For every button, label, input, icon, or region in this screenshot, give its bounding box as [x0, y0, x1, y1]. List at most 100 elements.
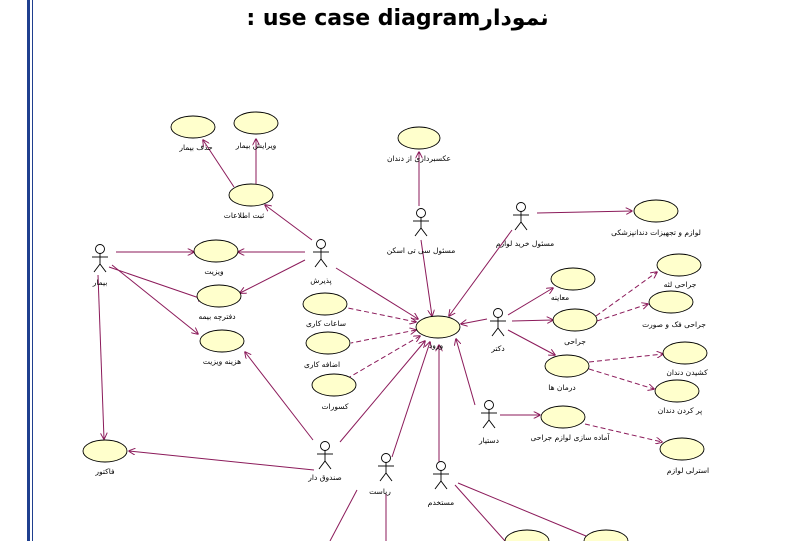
use-case-label: لوازم و تجهیزات دندانپزشکی — [611, 228, 701, 237]
stick-figure-icon — [481, 400, 497, 429]
stick-figure-icon — [513, 202, 529, 231]
use-case-label: آماده سازی لوازم جراحی — [530, 432, 610, 442]
stick-figure-icon — [313, 239, 329, 268]
connection-line — [97, 274, 104, 439]
use-case-label: ورود — [429, 341, 444, 350]
actor-assistant: دستیار — [478, 400, 499, 445]
use-case-ellipse — [415, 315, 461, 339]
use-case-exam: معاینه — [550, 267, 596, 302]
use-case-login: ورود — [415, 315, 461, 350]
actor-reception: پذیرش — [310, 239, 332, 285]
connection-line — [350, 330, 416, 344]
title-english: use case diagram — [262, 6, 481, 31]
use-case-label: کسورات — [322, 402, 349, 411]
use-case-ellipse — [233, 111, 279, 135]
use-case-register: ثبت اطلاعات — [224, 183, 274, 220]
connection-line — [335, 267, 418, 319]
use-case-ellipse — [196, 284, 242, 308]
use-case-label: ویزیت — [204, 267, 224, 276]
use-case-ellipse — [654, 379, 700, 403]
use-case-label: عکسبرداری از دندان — [387, 154, 451, 163]
use-case-ellipse — [228, 183, 274, 207]
use-case-equip: لوازم و تجهیزات دندانپزشکی — [611, 199, 701, 237]
use-case-label: حذف بیمار — [178, 143, 213, 152]
connection-line — [507, 288, 553, 316]
use-case-face: جراحی فک و صورت — [642, 290, 706, 329]
use-case-ellipse — [170, 115, 216, 139]
use-case-extract: کشیدن دندان — [662, 341, 708, 377]
use-case-ellipse — [397, 126, 441, 150]
actor-ctscan: مسئول سی تی اسکن — [387, 208, 455, 255]
use-case-label: پر کردن دندان — [658, 406, 703, 415]
use-case-ellipse — [193, 239, 239, 263]
connection-line — [588, 354, 663, 363]
use-case-wisdom: جراحی لثه — [656, 253, 702, 289]
use-case-label: درمان ها — [548, 383, 575, 392]
use-case-ellipse — [305, 331, 351, 355]
use-case-label: جراحی فک و صورت — [642, 320, 706, 329]
stick-figure-icon — [433, 461, 449, 490]
use-case-label: استرلی لوازم — [667, 466, 709, 475]
connection-line — [129, 451, 315, 471]
use-case-b1 — [504, 529, 550, 541]
connection-line — [265, 205, 313, 241]
connection-line — [457, 482, 587, 537]
connection-line — [536, 211, 632, 213]
actor-boss: رياست — [369, 453, 394, 496]
use-case-ellipse — [550, 267, 596, 291]
actor-label: دکتر — [490, 344, 504, 353]
use-case-ellipse — [311, 373, 357, 397]
actor-purchase: مسئول خرید لوازم — [496, 202, 554, 248]
connection-line — [347, 307, 416, 322]
connection-line — [111, 264, 198, 334]
actor-cashier: صندوق دار — [307, 441, 342, 482]
use-case-label: جراحی — [564, 337, 586, 346]
stick-figure-icon — [490, 308, 506, 337]
nodes: حذف بیمار ویرایش بیمار ثبت اطلاعات عکسبردار… — [82, 111, 709, 541]
actor-label: مستخدم — [428, 498, 454, 507]
connection-line — [240, 259, 306, 293]
use-case-label: ویرایش بیمار — [235, 141, 277, 150]
use-case-fill: پر کردن دندان — [654, 379, 703, 415]
connection-line — [595, 272, 657, 317]
actor-label: رياست — [369, 487, 391, 496]
use-case-edit: ویرایش بیمار — [233, 111, 279, 150]
use-case-ellipse — [656, 253, 702, 277]
use-case-overtime: اضافه کاری — [304, 331, 351, 369]
actor-employee: مستخدم — [428, 461, 454, 507]
title-persian: نمودار — [480, 6, 549, 31]
use-case-visit: ویزیت — [193, 239, 239, 276]
use-case-ellipse — [662, 341, 708, 365]
use-case-deduct: کسورات — [311, 373, 357, 411]
connection-line — [339, 341, 425, 443]
page-border-left-inner — [32, 0, 33, 541]
use-case-ellipse — [544, 354, 590, 378]
connection-line — [203, 140, 235, 188]
page-title: : use case diagramنمودار — [0, 6, 795, 31]
use-case-ellipse — [504, 529, 550, 541]
use-case-label: معاینه — [551, 293, 569, 302]
use-case-label: جراحی لثه — [664, 280, 697, 289]
use-case-label: هزینه ویزیت — [203, 357, 241, 366]
connection-line — [449, 229, 513, 316]
use-case-ellipse — [648, 290, 694, 314]
connection-line — [454, 484, 506, 541]
connections — [97, 139, 663, 541]
use-case-label: ساعات کاری — [306, 319, 346, 328]
use-case-invoice: فاکتور — [82, 439, 128, 476]
actor-label: مسئول خرید لوازم — [496, 239, 554, 248]
use-case-ellipse — [633, 199, 679, 223]
stick-figure-icon — [317, 441, 333, 470]
use-case-usage: استرلی لوازم — [659, 437, 709, 475]
actor-label: دستیار — [478, 436, 499, 445]
use-case-label: اضافه کاری — [304, 360, 340, 369]
connection-line — [329, 489, 358, 541]
actor-doctor: دکتر — [490, 308, 506, 353]
use-case-b2 — [583, 529, 629, 541]
connection-line — [511, 320, 553, 321]
use-case-ellipse — [302, 292, 348, 316]
use-case-ellipse — [583, 529, 629, 541]
use-case-surgery: جراحی — [552, 308, 598, 346]
connection-line — [108, 266, 205, 300]
